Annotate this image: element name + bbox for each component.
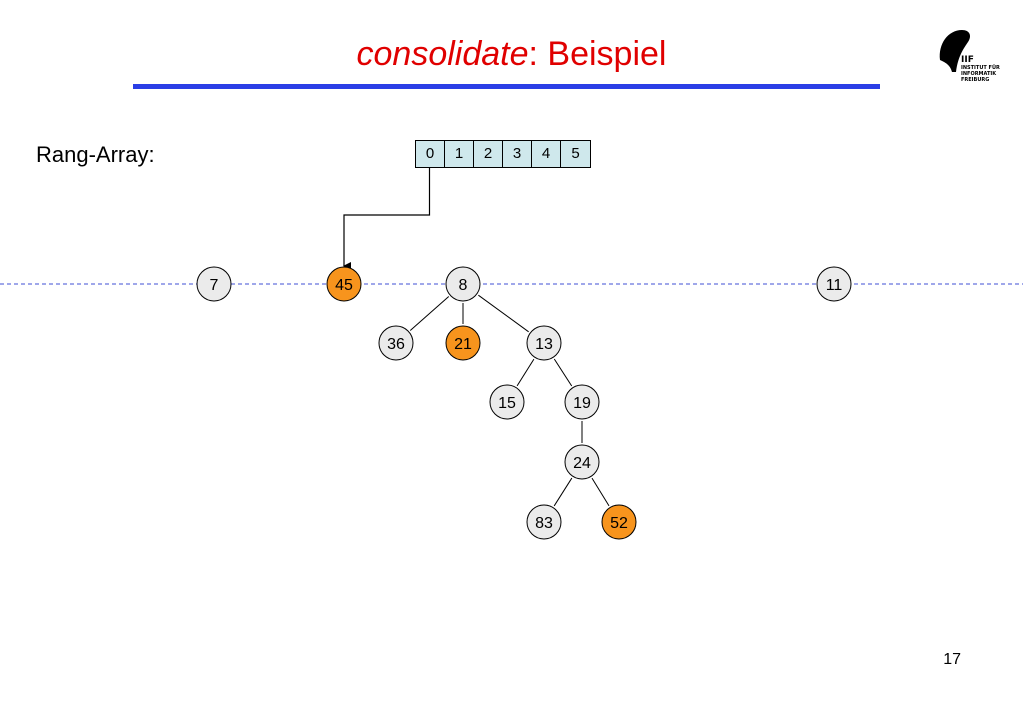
heap-node-83: 83 (526, 504, 562, 540)
node-circle (526, 325, 562, 361)
heap-node-11: 11 (816, 266, 852, 302)
heap-node-24: 24 (564, 444, 600, 480)
node-label: 7 (210, 277, 219, 294)
node-label: 83 (535, 515, 553, 532)
title-emphasis: consolidate (356, 35, 529, 73)
node-circle (489, 384, 525, 420)
page-number: 17 (943, 651, 961, 668)
logo-line-3: FREIBURG (961, 77, 990, 83)
heap-node-21: 21 (445, 325, 481, 361)
heap-node-52: 52 (601, 504, 637, 540)
heap-node-15: 15 (489, 384, 525, 420)
node-circle (564, 384, 600, 420)
node-label: 11 (826, 277, 843, 294)
node-label: 13 (535, 336, 553, 353)
node-label: 19 (573, 395, 591, 412)
logo-mark: IIF (961, 55, 974, 65)
array-cell-4: 4 (532, 141, 561, 167)
edge-layer (409, 294, 610, 507)
tree-edge (516, 358, 535, 387)
array-cell-2: 2 (474, 141, 503, 167)
title-underline (133, 84, 880, 89)
node-circle (601, 504, 637, 540)
node-label: 8 (459, 277, 468, 294)
logo-line-1: INSTITUT FÜR (961, 65, 1000, 71)
node-circle (445, 266, 481, 302)
tree-edge (478, 294, 529, 333)
heap-node-45: 45 (326, 266, 362, 302)
logo-line-2: INFORMATIK (961, 71, 997, 77)
node-circle (445, 325, 481, 361)
array-pointer-arrow (343, 167, 431, 270)
logo-text: IIF INSTITUT FÜR INFORMATIK FREIBURG (961, 55, 1000, 83)
node-circle (526, 504, 562, 540)
node-circle (564, 444, 600, 480)
heap-node-13: 13 (526, 325, 562, 361)
node-label: 45 (335, 277, 353, 294)
tree-edge (553, 358, 573, 387)
title-rest: : Beispiel (528, 35, 667, 73)
tree-edge (553, 477, 573, 507)
array-cell-5: 5 (561, 141, 590, 167)
tree-edge (409, 296, 450, 331)
node-label: 36 (387, 336, 405, 353)
page-title: consolidate: Beispiel (0, 34, 1023, 74)
node-label: 15 (498, 395, 516, 412)
node-circle (196, 266, 232, 302)
node-circle (326, 266, 362, 302)
node-layer: 7 45 8 11 36 21 13 15 19 24 83 52 (196, 266, 852, 540)
heap-node-7: 7 (196, 266, 232, 302)
node-label: 52 (610, 515, 628, 532)
university-logo (939, 30, 970, 72)
tree-edge (591, 477, 610, 507)
node-circle (816, 266, 852, 302)
rank-array: 0 1 2 3 4 5 (415, 140, 591, 168)
node-label: 21 (454, 336, 472, 353)
heap-node-36: 36 (378, 325, 414, 361)
array-cell-3: 3 (503, 141, 532, 167)
node-circle (378, 325, 414, 361)
array-cell-1: 1 (445, 141, 474, 167)
array-cell-0: 0 (416, 141, 445, 167)
node-label: 24 (573, 455, 591, 472)
heap-node-8: 8 (445, 266, 481, 302)
rang-array-label: Rang-Array: (36, 142, 155, 167)
heap-node-19: 19 (564, 384, 600, 420)
